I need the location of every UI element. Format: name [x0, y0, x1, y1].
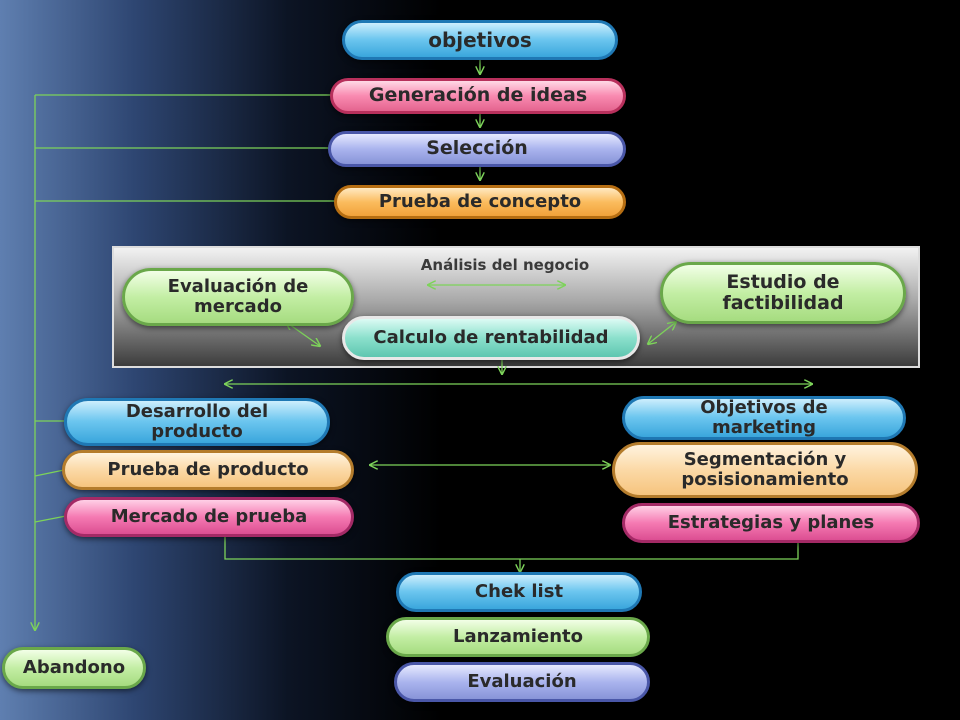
node-estudio-de-factibilidad: Estudio de factibilidad	[660, 262, 906, 324]
node-evaluacion: Evaluación	[394, 662, 650, 702]
node-prueba-de-producto: Prueba de producto	[62, 450, 354, 490]
arrow-evaluacion-calculo	[286, 322, 320, 346]
node-calculo-de-rentabilidad: Calculo de rentabilidad	[342, 316, 640, 360]
node-lanzamiento: Lanzamiento	[386, 617, 650, 657]
node-generacion-de-ideas: Generación de ideas	[330, 78, 626, 114]
node-chek-list: Chek list	[396, 572, 642, 612]
business-analysis-label: Análisis del negocio	[420, 256, 590, 274]
abandon-link-mercado-prueba	[34, 515, 67, 523]
merge-line	[224, 534, 799, 560]
node-mercado-de-prueba: Mercado de prueba	[64, 497, 354, 537]
abandon-link-prueba-producto	[34, 469, 65, 477]
arrow-calculo-estudio	[648, 322, 676, 344]
node-objetivos-de-marketing: Objetivos de marketing	[622, 396, 906, 440]
node-estrategias-y-planes: Estrategias y planes	[622, 503, 920, 543]
node-segmentacion-y-posicionamiento: Segmentación y posisionamiento	[612, 442, 918, 498]
node-prueba-de-concepto: Prueba de concepto	[334, 185, 626, 219]
node-evaluacion-de-mercado: Evaluación de mercado	[122, 268, 354, 326]
node-abandono: Abandono	[2, 647, 146, 689]
node-objetivos: objetivos	[342, 20, 618, 60]
node-seleccion: Selección	[328, 131, 626, 167]
node-desarrollo-del-producto: Desarrollo del producto	[64, 398, 330, 446]
